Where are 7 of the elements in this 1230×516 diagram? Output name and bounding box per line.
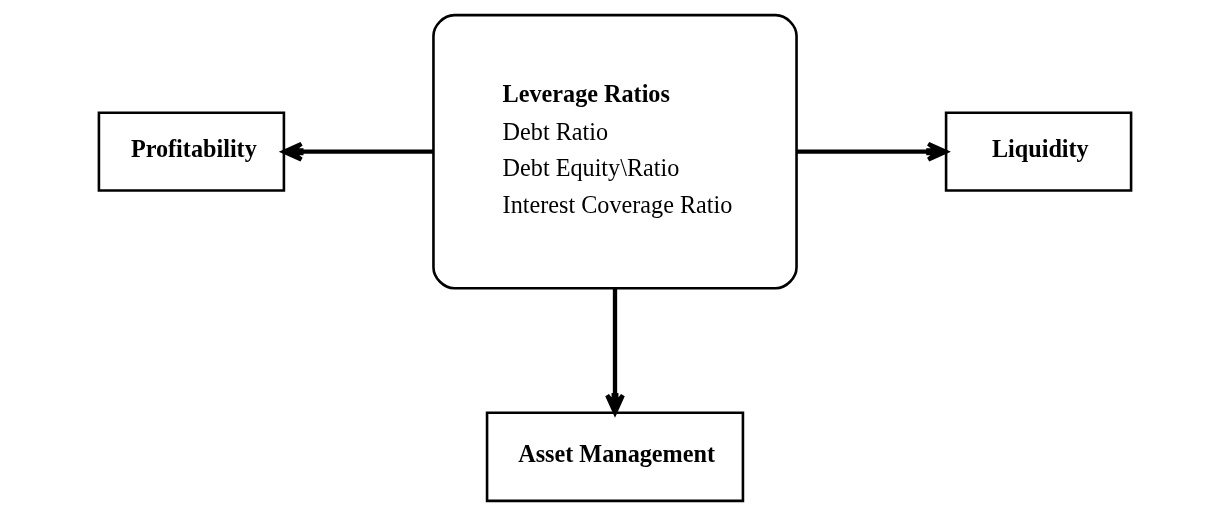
arrow [281, 141, 434, 162]
node-box: Liquidity [944, 111, 1133, 192]
node-box: Profitability [97, 111, 286, 192]
node-box: Leverage Ratios Debt Ratio Debt Equity\Ratio Interest Coverage Ratio [432, 13, 798, 290]
arrow [605, 288, 625, 415]
arrow [797, 141, 948, 162]
node-box: Asset Management [485, 411, 745, 503]
